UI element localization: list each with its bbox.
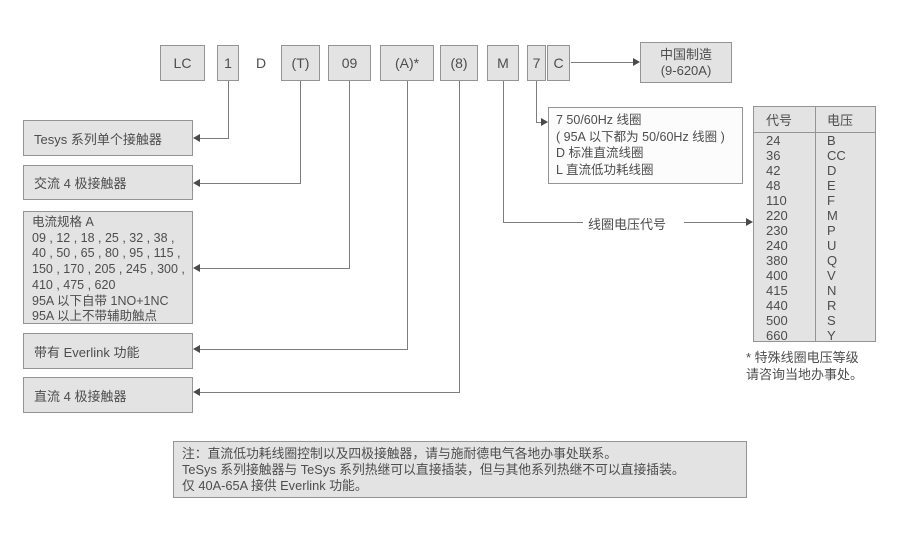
cell-voltage: Y — [827, 328, 836, 343]
table-row: 400 V — [754, 268, 875, 283]
cell-code: 48 — [766, 178, 781, 193]
table-row: 240 U — [754, 238, 875, 253]
cell-voltage: U — [827, 238, 837, 253]
arrowhead-dc-4pole — [193, 388, 200, 396]
cell-voltage: B — [827, 133, 836, 148]
bottom-note-box: 注：直流低功耗线圈控制以及四极接触器，请与施耐德电气各地办事处联系。 TeSys… — [173, 441, 747, 498]
table-row: 380 Q — [754, 253, 875, 268]
code-segment-lc: LC — [160, 45, 205, 81]
code-segment-1: 1 — [217, 45, 239, 81]
cell-code: 380 — [766, 253, 788, 268]
table-row: 415 N — [754, 283, 875, 298]
cell-code: 24 — [766, 133, 781, 148]
cell-voltage: M — [827, 208, 838, 223]
table-row: 110 F — [754, 193, 875, 208]
table-column-divider — [815, 107, 816, 341]
connector-8-horizontal — [199, 392, 460, 393]
callout-everlink: 带有 Everlink 功能 — [23, 333, 193, 369]
cell-code: 42 — [766, 163, 781, 178]
code-segment-d: D — [255, 55, 267, 71]
arrowhead-ac-4pole — [193, 179, 200, 187]
code-segment-t: (T) — [281, 45, 320, 81]
code-segment-c: C — [547, 45, 570, 81]
callout-series: Tesys 系列单个接触器 — [23, 120, 193, 156]
connector-1-horizontal — [199, 138, 229, 139]
table-row: 440 R — [754, 298, 875, 313]
cell-voltage: D — [827, 163, 837, 178]
cell-code: 36 — [766, 148, 781, 163]
arrowhead-series — [193, 134, 200, 142]
cell-code: 230 — [766, 223, 788, 238]
connector-m-horizontal-left — [503, 222, 583, 223]
table-row: 500 S — [754, 313, 875, 328]
callout-ac-4pole: 交流 4 极接触器 — [23, 165, 193, 200]
cell-code: 415 — [766, 283, 788, 298]
connector-a-vertical — [407, 81, 408, 349]
cell-voltage: N — [827, 283, 837, 298]
coil-type-box: 7 50/60Hz 线圈 ( 95A 以下都为 50/60Hz 线圈 ) D 标… — [548, 107, 743, 184]
connector-1-vertical — [228, 81, 229, 138]
cell-code: 110 — [766, 193, 787, 208]
connector-c-horizontal — [571, 62, 633, 63]
made-in-china-box: 中国制造 (9-620A) — [640, 42, 732, 83]
arrowhead-coil-type — [541, 118, 548, 126]
cell-voltage: V — [827, 268, 836, 283]
connector-8-vertical — [459, 81, 460, 392]
connector-7-horizontal — [536, 122, 542, 123]
connector-09-horizontal — [199, 268, 350, 269]
callout-current-rating: 电流规格 A 09 , 12 , 18 , 25 , 32 , 38 , 40 … — [23, 211, 193, 324]
cell-voltage: Q — [827, 253, 838, 268]
arrowhead-made-in-china — [633, 58, 640, 66]
table-row: 48 E — [754, 178, 875, 193]
connector-m-vertical — [503, 81, 504, 222]
code-segment-a: (A)* — [380, 45, 434, 81]
code-segment-09: 09 — [328, 45, 371, 81]
table-header-voltage: 电压 — [827, 113, 854, 128]
table-row: 230 P — [754, 223, 875, 238]
cell-code: 220 — [766, 208, 788, 223]
table-row: 220 M — [754, 208, 875, 223]
connector-a-horizontal — [199, 349, 408, 350]
table-body: 24 B 36 CC 42 D 48 E 110 F 220 M 230 P 240 U 380… — [754, 133, 875, 343]
cell-voltage: E — [827, 178, 836, 193]
cell-code: 240 — [766, 238, 788, 253]
table-row: 660 Y — [754, 328, 875, 343]
table-row: 24 B — [754, 133, 875, 148]
cell-code: 500 — [766, 313, 788, 328]
code-segment-8: (8) — [440, 45, 478, 81]
voltage-code-table: 代号 电压 24 B 36 CC 42 D 48 E 110 F 220 M 230 P 24… — [753, 106, 876, 343]
cell-voltage: P — [827, 223, 836, 238]
table-header-row: 代号 电压 — [754, 107, 875, 133]
callout-dc-4pole: 直流 4 极接触器 — [23, 377, 193, 413]
arrowhead-current-rating — [193, 264, 200, 272]
connector-m-horizontal-right — [684, 222, 746, 223]
cell-voltage: CC — [827, 148, 846, 163]
coil-voltage-code-label: 线圈电压代号 — [588, 217, 667, 232]
connector-09-vertical — [349, 81, 350, 268]
cell-voltage: F — [827, 193, 835, 208]
cell-code: 440 — [766, 298, 788, 313]
cell-voltage: R — [827, 298, 837, 313]
table-row: 36 CC — [754, 148, 875, 163]
cell-code: 400 — [766, 268, 788, 283]
connector-t-vertical — [300, 81, 301, 183]
table-footnote: * 特殊线圈电压等级 请咨询当地办事处。 — [746, 350, 864, 382]
code-segment-7: 7 — [527, 45, 546, 81]
arrowhead-voltage-table — [746, 218, 753, 226]
code-segment-m: M — [487, 45, 519, 81]
arrowhead-everlink — [193, 345, 200, 353]
connector-t-horizontal — [199, 183, 301, 184]
table-header-code: 代号 — [766, 113, 793, 128]
cell-code: 660 — [766, 328, 788, 343]
cell-voltage: S — [827, 313, 836, 328]
connector-7-vertical — [536, 81, 537, 122]
table-row: 42 D — [754, 163, 875, 178]
